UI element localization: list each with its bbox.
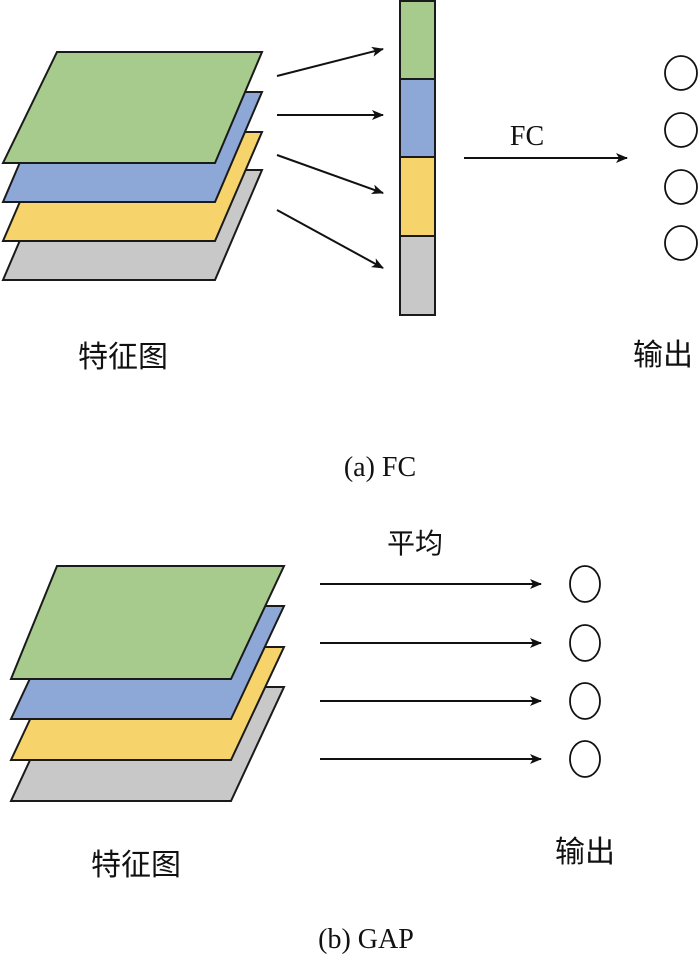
feature-map-layer-green <box>1 51 264 164</box>
output-nodes-b <box>569 565 601 778</box>
vector-segment-yellow <box>399 156 436 237</box>
caption-b: (b) GAP <box>318 924 414 954</box>
output-node <box>664 169 698 205</box>
flatten-arrow <box>276 154 384 194</box>
output-node <box>569 740 601 778</box>
panel-b: 平均 特征图 输出 (b) GAP <box>9 527 615 954</box>
output-node <box>569 565 601 603</box>
output-node <box>569 624 601 662</box>
caption-a: (a) FC <box>344 452 416 483</box>
output-label-a: 输出 <box>633 338 693 373</box>
output-node <box>664 55 698 91</box>
output-nodes-a <box>664 55 698 261</box>
output-node <box>569 682 601 720</box>
feature-map-layer-green <box>9 565 286 680</box>
flatten-arrows <box>276 46 384 269</box>
feature-map-stack-b <box>9 565 286 802</box>
output-node <box>664 225 698 261</box>
flattened-vector <box>399 0 436 316</box>
fc-label: FC <box>510 121 544 152</box>
vector-segment-green <box>399 0 436 80</box>
flatten-arrow <box>276 209 384 269</box>
average-arrows <box>320 579 542 764</box>
feature-map-label-b: 特征图 <box>91 848 181 883</box>
average-label: 平均 <box>387 527 443 560</box>
vector-segment-gray <box>399 235 436 316</box>
output-node <box>664 112 698 148</box>
flatten-arrow <box>276 46 384 77</box>
output-label-b: 输出 <box>555 835 615 870</box>
feature-map-stack-a <box>1 51 264 281</box>
panel-a: FC 特征图 输出 (a) FC <box>1 0 698 483</box>
feature-map-label-a: 特征图 <box>78 340 168 375</box>
vector-segment-blue <box>399 78 436 158</box>
